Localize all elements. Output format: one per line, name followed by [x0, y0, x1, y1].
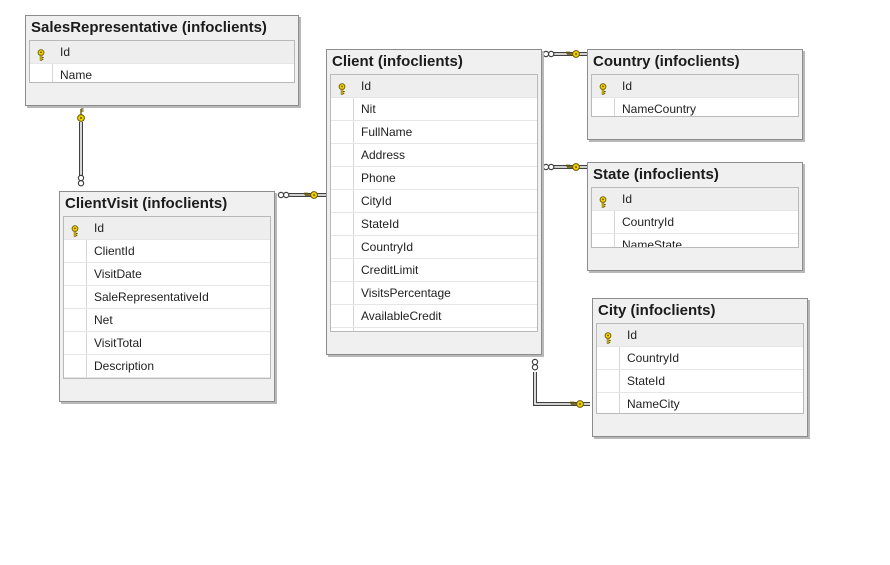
- column-name: VisitTotal: [94, 336, 142, 350]
- table-column-row[interactable]: Net: [64, 309, 270, 332]
- column-name: Id: [622, 79, 633, 93]
- table-title: Country (infoclients): [593, 53, 740, 70]
- key-icon: [570, 400, 584, 408]
- column-name: Id: [60, 45, 71, 59]
- table-column-row[interactable]: CountryId: [592, 211, 798, 234]
- key-icon: [566, 163, 580, 171]
- table-column-row[interactable]: Id: [597, 324, 803, 347]
- key-icon: [566, 50, 580, 58]
- relationship-line: [533, 372, 590, 406]
- column-name: Address: [361, 148, 406, 162]
- column-name: CreditLimit: [361, 263, 419, 277]
- column-name: CityId: [361, 194, 392, 208]
- table-title: Client (infoclients): [332, 53, 463, 70]
- infinity-icon: [283, 191, 290, 199]
- column-name: StateId: [361, 217, 400, 231]
- column-name: NameState: [622, 238, 683, 248]
- column-name: AvailableCredit: [361, 309, 442, 323]
- column-name: NameCountry: [622, 102, 697, 116]
- column-name: Net: [94, 313, 113, 327]
- infinity-icon: [531, 358, 539, 366]
- table-column-row[interactable]: SaleRepresentativeId: [64, 286, 270, 309]
- table-column-row[interactable]: Address: [331, 144, 537, 167]
- column-name: Id: [627, 328, 638, 342]
- table-column-row[interactable]: FullName: [331, 121, 537, 144]
- infinity-icon: [77, 174, 85, 182]
- column-name: StateId: [627, 374, 666, 388]
- table-title: ClientVisit (infoclients): [65, 195, 228, 212]
- column-name: SaleRepresentativeId: [94, 290, 209, 304]
- table-column-row[interactable]: StateId: [597, 370, 803, 393]
- table-column-row[interactable]: CreditLimit: [331, 259, 537, 282]
- column-name: NameCity: [627, 397, 680, 411]
- table-column-row[interactable]: Phone: [331, 167, 537, 190]
- table-column-row[interactable]: CountryId: [597, 347, 803, 370]
- table-column-row[interactable]: ClientId: [64, 240, 270, 263]
- primary-key-icon: [69, 222, 81, 237]
- column-name: Nit: [361, 102, 376, 116]
- table-column-row[interactable]: CountryId: [331, 236, 537, 259]
- column-name: Name: [60, 68, 93, 82]
- column-name: FullName: [361, 125, 413, 139]
- table-title: State (infoclients): [593, 166, 719, 183]
- table-column-row[interactable]: Nit: [331, 98, 537, 121]
- relationship-line-inner: [534, 372, 590, 405]
- table-column-row[interactable]: VisitsPercentage: [331, 282, 537, 305]
- table-column-row[interactable]: NameCity: [597, 393, 803, 413]
- table-column-row[interactable]: NameCountry: [592, 98, 798, 116]
- column-name: VisitsPercentage: [361, 286, 451, 300]
- column-name: Id: [361, 79, 372, 93]
- infinity-icon: [548, 163, 555, 171]
- infinity-icon: [531, 364, 539, 371]
- table-column-row[interactable]: Id: [64, 217, 270, 240]
- table-column-row[interactable]: NameState: [592, 234, 798, 248]
- infinity-icon: [277, 191, 285, 199]
- infinity-icon: [542, 50, 550, 58]
- column-name: Id: [94, 221, 105, 235]
- table-title: City (infoclients): [598, 302, 716, 319]
- infinity-icon: [542, 163, 550, 171]
- table-column-row[interactable]: Id: [592, 75, 798, 98]
- primary-key-icon: [35, 46, 47, 61]
- primary-key-icon: [602, 329, 614, 344]
- table-column-row[interactable]: Id: [331, 75, 537, 98]
- table-title: SalesRepresentative (infoclients): [31, 19, 267, 36]
- infinity-icon: [548, 50, 555, 58]
- column-name: CountryId: [361, 240, 414, 254]
- infinity-icon: [77, 179, 85, 187]
- key-icon: [77, 108, 85, 122]
- column-name: ClientId: [94, 244, 135, 258]
- table-column-row[interactable]: StateId: [331, 213, 537, 236]
- column-name: Id: [622, 192, 633, 206]
- table-column-row[interactable]: CityId: [331, 190, 537, 213]
- column-name: Description: [94, 359, 155, 373]
- column-name: VisitDate: [94, 267, 142, 281]
- table-column-row[interactable]: Id: [30, 41, 294, 64]
- table-column-row[interactable]: VisitTotal: [64, 332, 270, 355]
- column-name: Phone: [361, 171, 396, 185]
- primary-key-icon: [597, 193, 609, 208]
- table-column-row[interactable]: Name: [30, 64, 294, 82]
- table-column-row[interactable]: Description: [64, 355, 270, 378]
- key-icon: [304, 191, 318, 199]
- table-column-row[interactable]: VisitDate: [64, 263, 270, 286]
- table-column-row[interactable]: AvailableCredit: [331, 305, 537, 328]
- column-name: CountryId: [627, 351, 680, 365]
- column-name: CountryId: [622, 215, 675, 229]
- primary-key-icon: [336, 80, 348, 95]
- primary-key-icon: [597, 80, 609, 95]
- table-column-row[interactable]: Id: [592, 188, 798, 211]
